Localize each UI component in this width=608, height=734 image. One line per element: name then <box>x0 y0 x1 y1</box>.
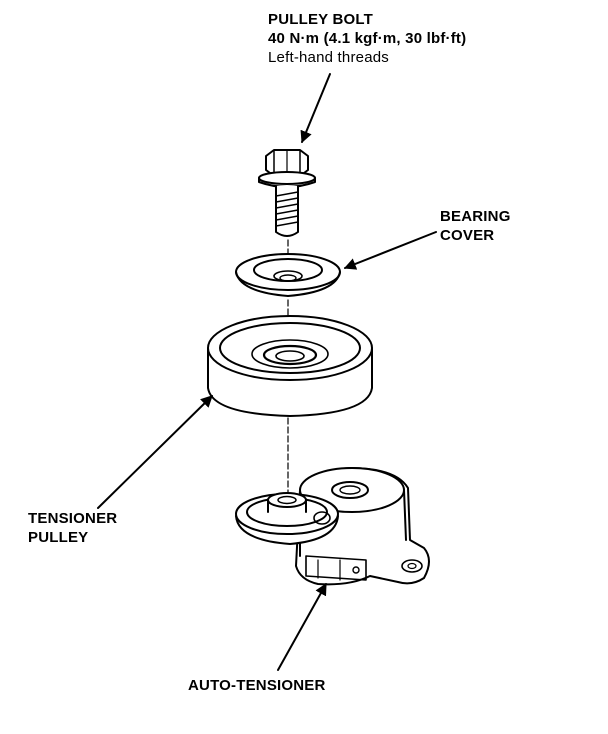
bearing-cover-line1: BEARING <box>440 208 511 225</box>
auto-tensioner-label: AUTO-TENSIONER <box>188 676 326 695</box>
bearing-cover-part <box>235 253 341 297</box>
bearing-cover-line2: COVER <box>440 227 495 244</box>
pulley-bolt-name: PULLEY BOLT <box>268 11 373 28</box>
pulley-bolt-torque: 40 N·m (4.1 kgf·m, 30 lbf·ft) <box>268 30 467 47</box>
pulley-bolt-part <box>258 149 316 237</box>
auto-tensioner-name: AUTO-TENSIONER <box>188 677 326 694</box>
tensioner-pulley-line1: TENSIONER <box>28 510 118 527</box>
tensioner-pulley-line2: PULLEY <box>28 529 89 546</box>
auto-tensioner-part <box>235 467 430 586</box>
pulley-bolt-arrow <box>300 73 331 144</box>
bearing-cover-label: BEARING COVER <box>440 207 511 245</box>
tensioner-pulley-part <box>207 315 373 417</box>
auto-tensioner-arrow <box>277 582 327 671</box>
pulley-bolt-label: PULLEY BOLT 40 N·m (4.1 kgf·m, 30 lbf·ft… <box>268 10 466 67</box>
pulley-bolt-note: Left-hand threads <box>268 49 389 66</box>
tensioner-pulley-label: TENSIONER PULLEY <box>28 509 117 547</box>
tensioner-pulley-arrow <box>97 395 213 509</box>
bearing-cover-arrow <box>343 231 437 270</box>
